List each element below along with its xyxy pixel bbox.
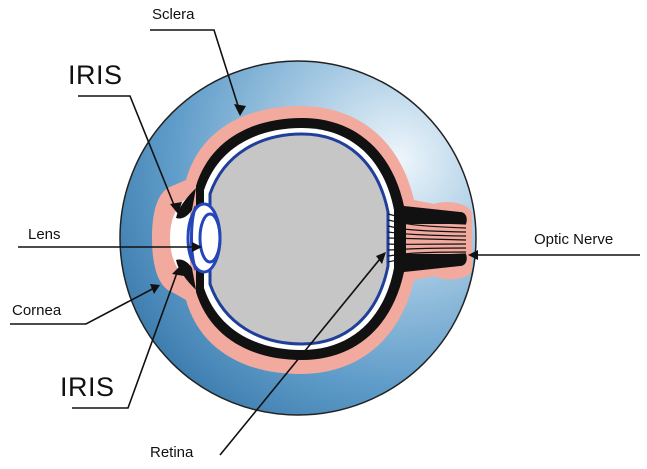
sclera-label: Sclera xyxy=(152,6,195,23)
optic-nerve-label: Optic Nerve xyxy=(534,231,613,248)
lens-shape xyxy=(188,204,220,272)
retina-label: Retina xyxy=(150,444,193,461)
iris-top-label: IRIS xyxy=(68,60,123,91)
cornea-label: Cornea xyxy=(12,302,61,319)
retina-layer xyxy=(210,134,388,344)
lens-label: Lens xyxy=(28,226,61,243)
iris-bottom-label: IRIS xyxy=(60,372,115,403)
